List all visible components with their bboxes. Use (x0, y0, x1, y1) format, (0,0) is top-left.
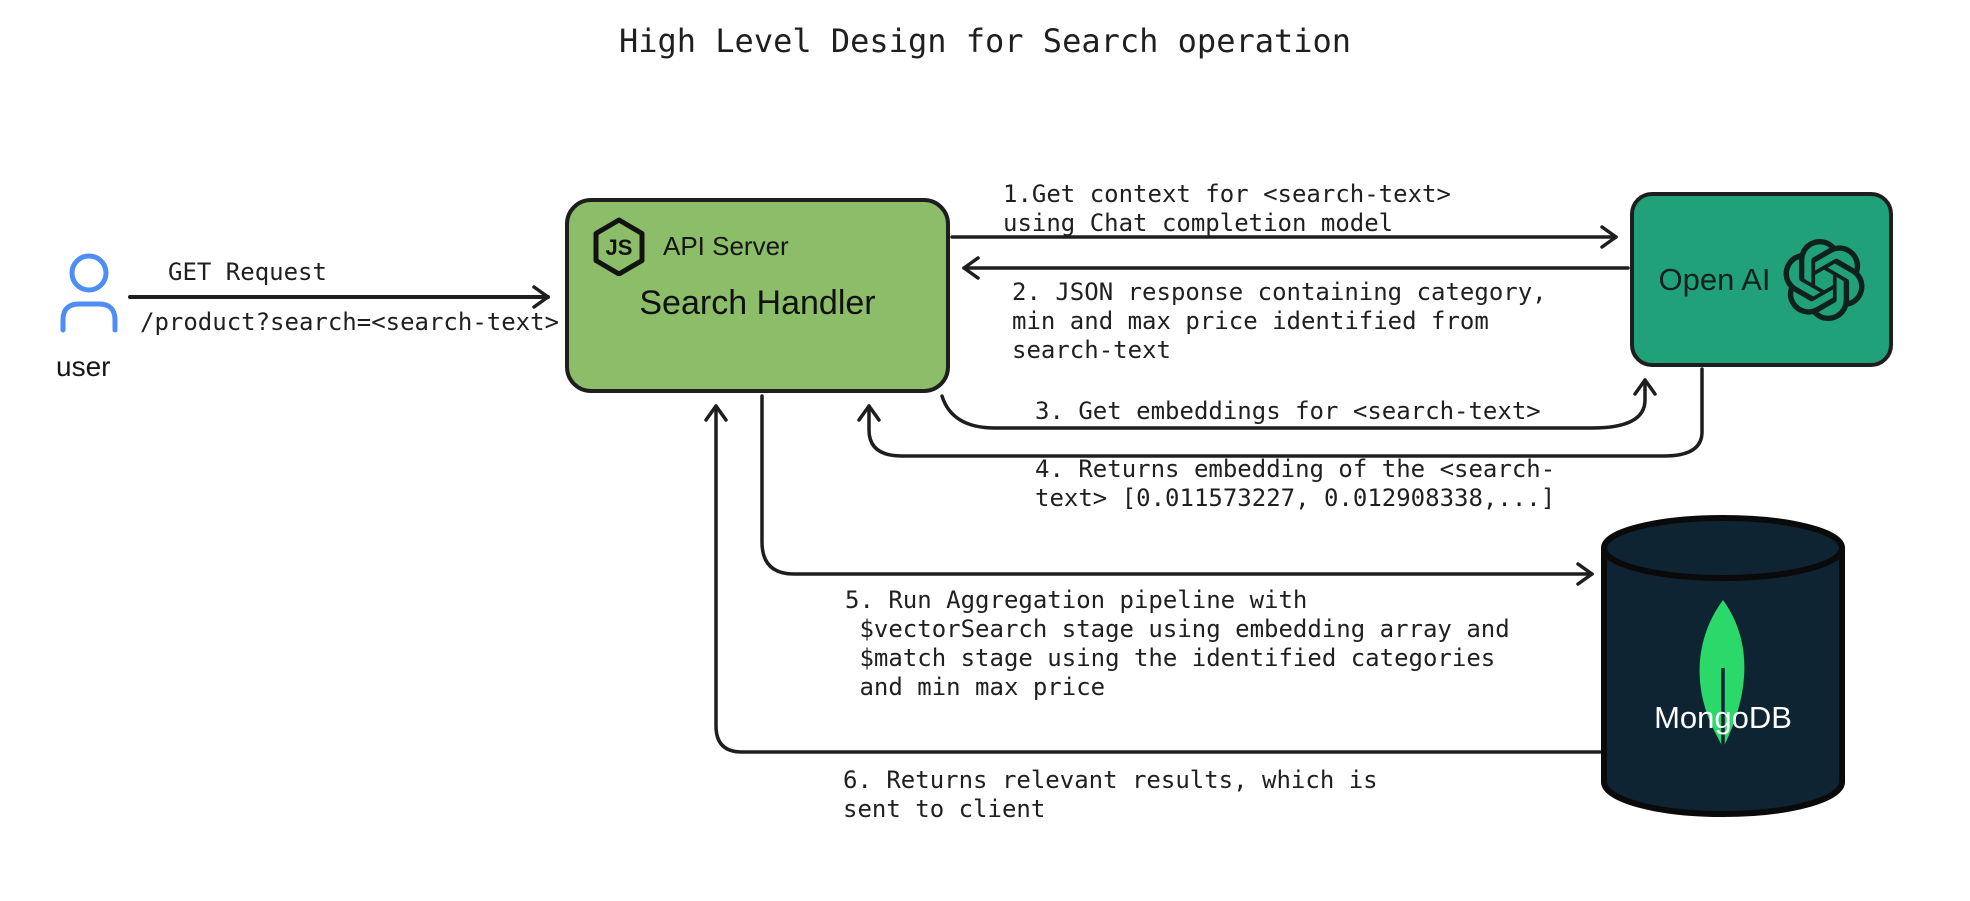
api-server-badge: API Server (663, 230, 789, 261)
step-3-label: 3. Get embeddings for <search-text> (1035, 397, 1541, 425)
api-server-header: JS API Server (569, 202, 946, 276)
get-request-label: GET Request (168, 258, 327, 286)
step-2-label: 2. JSON response containing category, mi… (1012, 278, 1547, 364)
user-icon (60, 253, 118, 333)
openai-icon (1783, 238, 1864, 321)
openai-label: Open AI (1658, 261, 1771, 297)
arrow-step-4 (857, 367, 1704, 458)
arrow-step-3 (940, 378, 1657, 430)
mongodb-cylinder (1601, 515, 1845, 817)
api-server-node: JS API Server Search Handler (565, 198, 950, 393)
step-1-label: 1.Get context for <search-text> using Ch… (1003, 180, 1451, 237)
arrow-step-5 (760, 394, 1594, 586)
mongodb-node: MongoDB (1598, 508, 1848, 826)
get-request-path: /product?search=<search-text> (140, 308, 560, 336)
user-actor: user (52, 248, 132, 383)
user-label: user (56, 351, 111, 382)
step-5-label: 5. Run Aggregation pipeline with $vector… (845, 586, 1510, 701)
step-4-label: 4. Returns embedding of the <search- tex… (1035, 455, 1556, 512)
svg-text:JS: JS (606, 235, 633, 260)
api-server-title: Search Handler (639, 284, 876, 322)
step-6-label: 6. Returns relevant results, which is se… (843, 766, 1378, 823)
nodejs-icon: JS (593, 217, 645, 276)
openai-node: Open AI (1630, 192, 1893, 367)
mongodb-leaf-icon (1699, 600, 1745, 756)
mongodb-label: MongoDB (1654, 700, 1792, 735)
arrow-step-6 (704, 404, 1602, 754)
diagram-title: High Level Design for Search operation (618, 22, 1352, 60)
